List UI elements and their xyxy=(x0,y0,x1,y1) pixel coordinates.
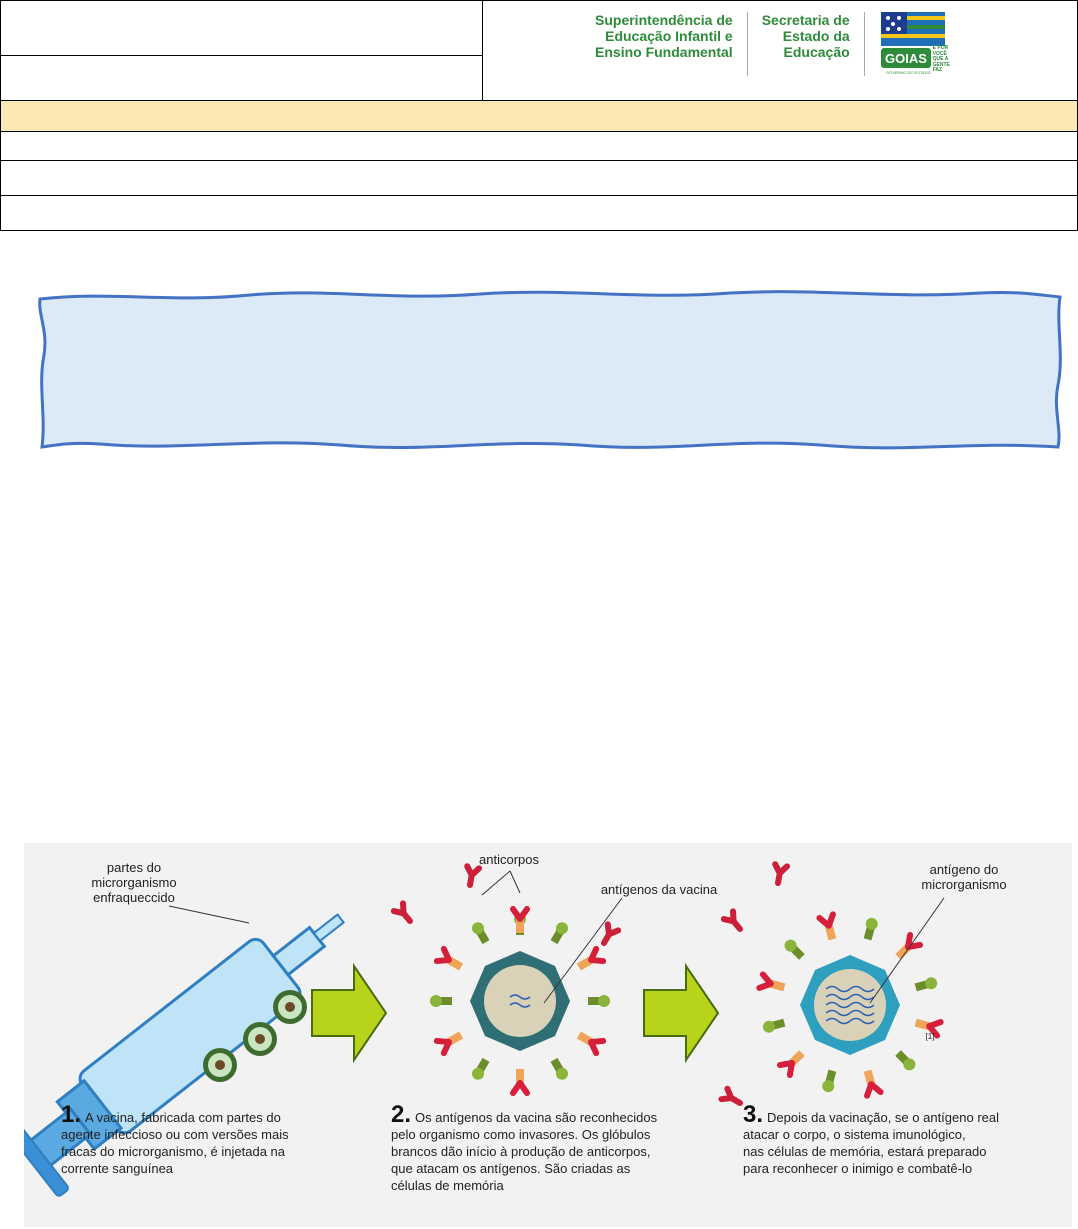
microorganism-particles xyxy=(203,990,307,1082)
syringe-icon xyxy=(24,913,346,1197)
header-row-1 xyxy=(0,131,1078,161)
header-row-3 xyxy=(0,195,1078,231)
logo-divider xyxy=(746,12,748,76)
step-3-text: Depois da vacinação, se o antígeno real … xyxy=(743,1110,1000,1176)
label-antibodies: anticorpos xyxy=(479,852,539,867)
step-2-number: 2. xyxy=(391,1101,412,1128)
vaccine-infographic: partes do microrganismo enfraqueccido an… xyxy=(24,843,1072,1227)
step-2-caption: 2.Os antígenos da vacina são reconhecido… xyxy=(391,1103,711,1194)
step-1-number: 1. xyxy=(61,1101,82,1128)
step-1-text: A vacina, fabricada com partes do agente… xyxy=(61,1110,289,1176)
vaccine-diagram xyxy=(24,843,945,1197)
arrow-right-icon xyxy=(311,962,388,1064)
highlight-band xyxy=(0,100,1078,132)
goias-logo: GOIAS GOVERNO DO ESTADO É POR VOCÊ QUE A… xyxy=(880,12,950,76)
logos: Superintendência de Educação Infantil e … xyxy=(595,12,950,82)
vaccine-antigen-cell xyxy=(430,909,610,1093)
goias-tagline: É POR VOCÊ QUE A GENTE FAZ xyxy=(932,45,950,73)
header-table: Superintendência de Educação Infantil e … xyxy=(0,0,1078,231)
step-1-caption: 1.A vacina, fabricada com partes do agen… xyxy=(61,1103,361,1177)
arrow-right-icon xyxy=(643,962,720,1064)
step-3-number: 3. xyxy=(743,1101,764,1128)
label-vaccine-antigens: antígenos da vacina xyxy=(600,882,718,897)
header-row-2 xyxy=(0,160,1078,196)
figure-reference: [1] xyxy=(925,1032,935,1041)
header-field-1 xyxy=(0,0,483,56)
header-field-2 xyxy=(0,55,483,101)
microorganism-antigen-cell xyxy=(759,914,940,1095)
step-3-caption: 3.Depois da vacinação, se o antígeno rea… xyxy=(743,1103,1053,1177)
superintendencia-logo-text: Superintendência de Educação Infantil e … xyxy=(595,12,733,60)
logo-divider xyxy=(863,12,865,76)
label-microorganism-antigen: antígeno do microrganismo xyxy=(921,862,1007,892)
wavy-note-box xyxy=(38,290,1062,450)
secretaria-logo-text: Secretaria de Estado da Educação xyxy=(761,12,850,60)
step-2-text: Os antígenos da vacina são reconhecidos … xyxy=(391,1110,658,1193)
free-antibodies xyxy=(394,866,618,946)
goias-flag-icon: GOIAS GOVERNO DO ESTADO xyxy=(880,12,945,75)
goias-name: GOIAS xyxy=(885,51,927,66)
svg-text:GOVERNO DO ESTADO: GOVERNO DO ESTADO xyxy=(886,70,931,75)
label-microorganism-parts: partes do microrganismo enfraqueccido xyxy=(91,860,177,905)
